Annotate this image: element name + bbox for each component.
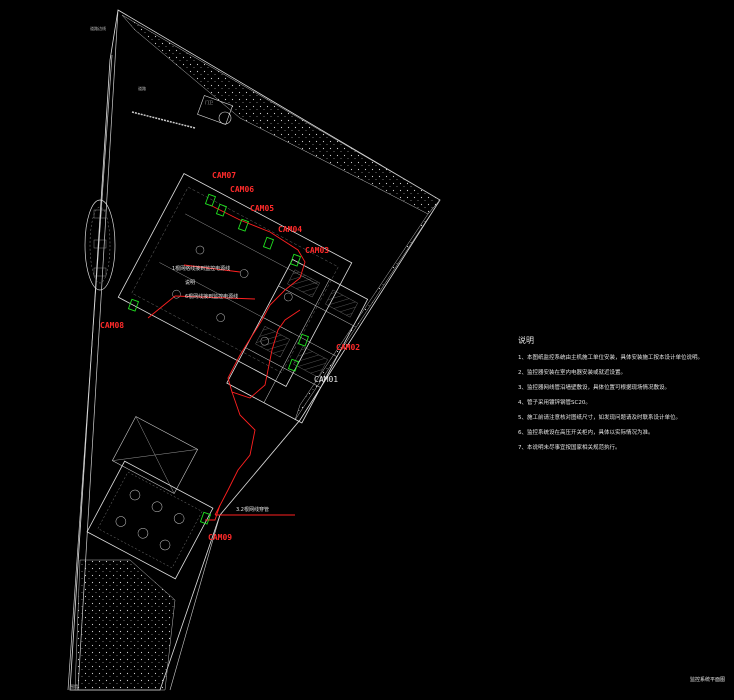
camera-icon-cam05 [237, 218, 250, 232]
cam02-label: CAM02 [336, 343, 360, 352]
cam07-label: CAM07 [212, 171, 236, 180]
annotation-line2: 6根网线接到监控电源线 [185, 293, 238, 300]
left-oval-feature [84, 199, 116, 291]
lower-hatched-building [111, 416, 199, 494]
design-notes: 说明 1、本图纸监控系统由主机施工单位安装，具体安装施工按本设计单位说明。 2、… [518, 335, 703, 451]
camera-icon-cam03 [289, 253, 302, 267]
gate-label: 门卫 [205, 99, 213, 105]
notes-item-4: 4、管子采用镀锌钢管SC20。 [518, 398, 591, 406]
cam04-label: CAM04 [278, 225, 302, 234]
cam08-label: CAM08 [100, 321, 124, 330]
main-yard [117, 173, 353, 387]
camera-icon-cam02 [297, 333, 310, 347]
cam03-label: CAM03 [305, 246, 329, 255]
camera-icon-cam04 [262, 236, 275, 250]
cam09-label: CAM09 [208, 533, 232, 542]
camera-icons [127, 193, 310, 525]
annotation-line3: 3.2根网线穿管 [236, 506, 269, 513]
site-boundary [67, 9, 441, 691]
cam01-label: CAM01 [314, 375, 338, 384]
notes-item-2: 2、监控器安装在室内电器安装或就近设置。 [518, 368, 626, 376]
camera-icon-cam09 [199, 511, 212, 525]
camera-icon-cam01 [287, 358, 300, 372]
cam05-label: CAM05 [250, 204, 274, 213]
camera-icon-cam08 [127, 298, 140, 312]
notes-item-5: 5、施工前请注意核对图纸尺寸，如发现问题请及时联系设计单位。 [518, 413, 681, 421]
notes-item-1: 1、本图纸监控系统由主机施工单位安装，具体安装施工按本设计单位说明。 [518, 353, 703, 361]
gate-structure: 门卫 道路边线 [90, 25, 233, 129]
transformer-yard [86, 460, 214, 580]
notes-title: 说明 [518, 335, 534, 345]
camera-icon-cam06 [215, 203, 228, 217]
road-label: 道路 [138, 85, 146, 91]
cam06-label: CAM06 [230, 185, 254, 194]
notes-item-7: 7、本说明未尽事宜按国家相关规范执行。 [518, 443, 621, 451]
notes-item-3: 3、监控器网线管沿墙壁敷设，具体位置可根据现场情况敷设。 [518, 383, 670, 391]
camera-icon-cam07 [204, 193, 217, 207]
cable-routes [147, 204, 306, 521]
annotation-line1: 1根网络线接到监控电源线 [172, 265, 230, 272]
drawing-title: 监控系统平面图 [690, 676, 725, 683]
bottom-left-label: 围墙 [70, 683, 78, 689]
notes-item-6: 6、监控系统设在高压开关柜内，具体以实际情况为准。 [518, 428, 654, 436]
top-left-label: 道路边线 [90, 25, 106, 31]
annotation-line1b: 说明 [185, 279, 195, 286]
